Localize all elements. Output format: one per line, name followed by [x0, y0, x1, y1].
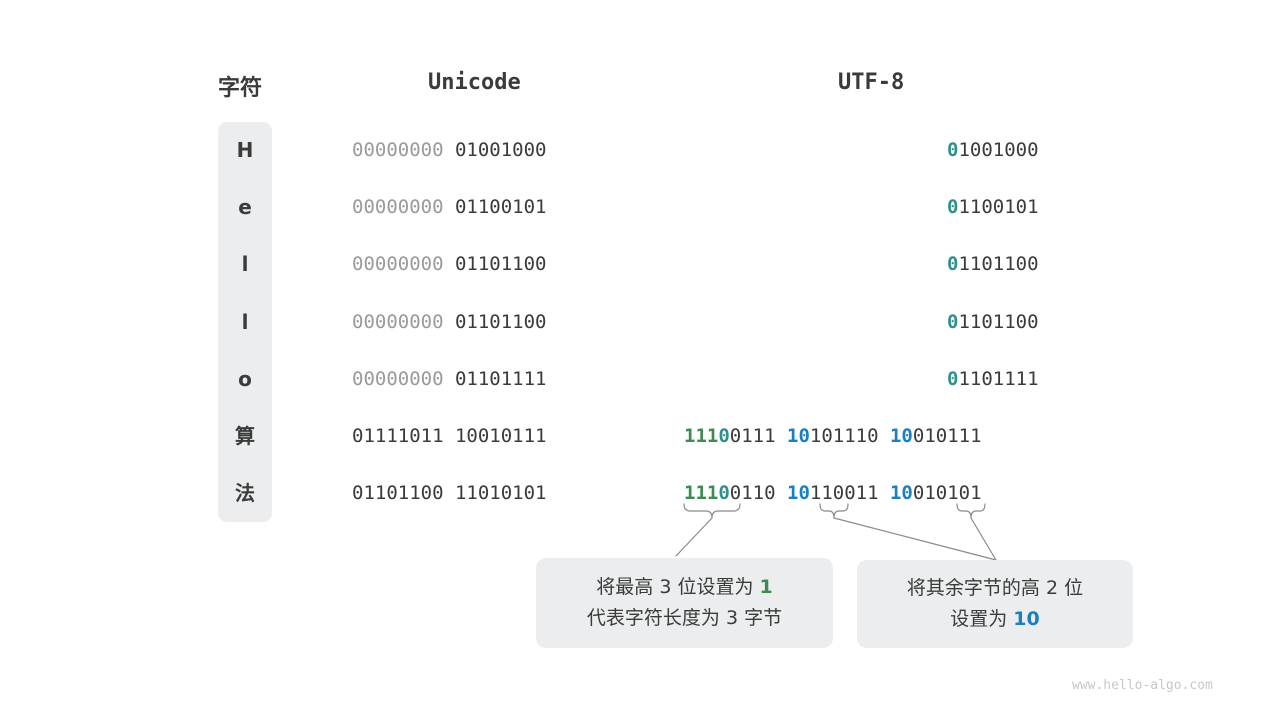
utf8-bits: 11100111 10101110 10010111 [684, 425, 982, 447]
utf8-prefix-bits: 0 [718, 482, 730, 505]
unicode-low-byte: 10010111 [454, 425, 547, 447]
utf8-bits: 01101100 [947, 253, 1039, 275]
utf8-payload-bits: 1101100 [958, 310, 1039, 333]
unicode-high-byte: 00000000 [352, 310, 444, 333]
utf8-bits: 01100101 [947, 196, 1039, 218]
character-cell: H [236, 138, 254, 162]
utf8-payload-bits: 101110 [809, 425, 879, 447]
site-watermark: www.hello-algo.com [1072, 678, 1213, 693]
unicode-bits: 00000000 01101100 [352, 253, 546, 275]
callout-continuation-bits: 将其余字节的高 2 位 设置为 10 [857, 560, 1133, 648]
callout-left-line1-count: 3 [659, 576, 672, 598]
utf8-payload-bits: 1101111 [958, 367, 1039, 390]
callout-right-line1: 将其余字节的高 2 位 [906, 577, 1084, 599]
unicode-high-byte: 00000000 [352, 253, 444, 276]
callout-right-line2-prefix: 设置为 [950, 608, 1014, 630]
utf8-bits: 11100110 10110011 10010101 [684, 482, 982, 504]
utf8-prefix-bits: 10 [889, 482, 913, 505]
unicode-low-byte: 01101100 [454, 253, 547, 276]
character-cell: l [241, 309, 249, 334]
utf8-payload-bits: 1100101 [958, 196, 1039, 219]
utf8-prefix-bits: 0 [947, 196, 959, 219]
callout-left-line2: 代表字符长度为 3 字节 [586, 607, 783, 629]
unicode-bits: 01101100 11010101 [352, 482, 546, 504]
callout-leading-bits: 将最高 3 位设置为 1 代表字符长度为 3 字节 [536, 558, 833, 648]
utf8-length-marker-bits: 111 [684, 425, 719, 447]
utf8-bits: 01101111 [947, 368, 1039, 390]
character-cell: 算 [235, 424, 255, 448]
unicode-bits: 01111011 10010111 [352, 425, 546, 447]
utf8-payload-bits: 010101 [912, 482, 982, 505]
unicode-high-byte: 01111011 [352, 425, 444, 447]
character-column-pill [218, 122, 272, 522]
utf8-prefix-bits: 10 [889, 425, 913, 447]
utf8-prefix-bits: 0 [947, 367, 959, 390]
unicode-low-byte: 01001000 [454, 139, 547, 161]
unicode-low-byte: 01101111 [454, 367, 547, 390]
character-cell: l [241, 252, 249, 277]
utf8-payload-bits: 0111 [729, 425, 776, 447]
utf8-length-marker-bits: 111 [684, 482, 719, 505]
unicode-low-byte: 11010101 [454, 482, 547, 505]
utf8-payload-bits: 110011 [809, 482, 879, 505]
callout-left-line1-prefix: 将最高 [596, 576, 660, 598]
callout-right-line2: 设置为 10 [950, 604, 1040, 635]
utf8-payload-bits: 1101100 [958, 253, 1039, 276]
unicode-bits: 00000000 01001000 [352, 139, 546, 161]
unicode-high-byte: 00000000 [352, 196, 444, 219]
utf8-prefix-bits: 0 [947, 310, 959, 333]
utf8-prefix-bits: 0 [947, 139, 959, 161]
utf8-bits: 01101100 [947, 311, 1039, 333]
unicode-bits: 00000000 01101100 [352, 311, 546, 333]
column-header-utf8: UTF-8 [838, 70, 905, 95]
character-cell: e [238, 195, 252, 220]
unicode-high-byte: 01101100 [352, 482, 444, 505]
unicode-bits: 00000000 01101111 [352, 368, 546, 390]
utf8-prefix-bits: 10 [787, 482, 810, 505]
utf8-prefix-bits: 10 [787, 425, 810, 447]
utf8-payload-bits: 010111 [912, 425, 982, 447]
callout-left-line1-mid: 位设置为 [671, 576, 760, 598]
column-header-character: 字符 [218, 76, 263, 101]
callout-left-line1: 将最高 3 位设置为 1 [596, 572, 772, 603]
utf8-prefix-bits: 0 [718, 425, 730, 447]
unicode-low-byte: 01101100 [454, 310, 547, 333]
utf8-prefix-bits: 0 [947, 253, 959, 276]
unicode-high-byte: 00000000 [352, 139, 444, 161]
unicode-high-byte: 00000000 [352, 367, 444, 390]
unicode-bits: 00000000 01100101 [352, 196, 546, 218]
character-cell: o [238, 366, 252, 391]
character-cell: 法 [235, 481, 255, 506]
utf8-payload-bits: 1001000 [958, 139, 1039, 161]
utf8-bits: 01001000 [947, 139, 1039, 161]
unicode-low-byte: 01100101 [454, 196, 547, 219]
utf8-payload-bits: 0110 [729, 482, 776, 505]
column-header-unicode: Unicode [428, 70, 521, 95]
callout-right-highlight: 10 [1013, 608, 1040, 630]
callout-left-highlight: 1 [759, 576, 773, 598]
